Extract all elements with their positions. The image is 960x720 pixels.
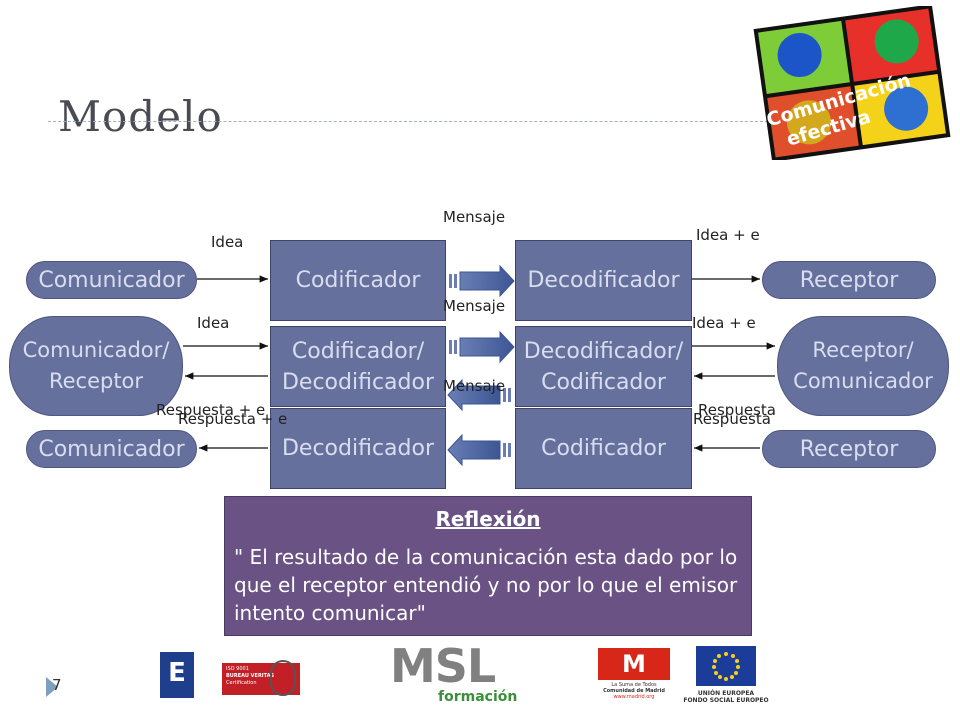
reflection-text: " El resultado de la comunicación esta d… [234,545,738,625]
node-codificador-decodificador-line1: Codificador/ [291,338,425,364]
msl-logo-word: MSL [390,639,496,693]
reflection-box: Reflexión " El resultado de la comunicac… [224,496,752,636]
comunidad-madrid-logo: M La Suma de Todos Comunidad de Madrid w… [598,648,670,712]
big-arrow-row3 [447,433,511,467]
label-idea-row2: Idea [197,314,230,332]
big-arrow-row1 [449,264,515,298]
madrid-line1: La Suma de Todos [611,682,657,688]
title-divider [48,121,778,122]
node-decodificador-row1: Decodificador [515,240,692,321]
label-idea-e-row1: Idea + e [696,226,760,244]
e-certification-logo: E [160,652,194,698]
node-receptor-comunicador-line1: Receptor/ [812,338,914,362]
madrid-line3: www.madrid.org [613,694,655,700]
node-codificador-decodificador-line2: Decodificador [281,369,434,395]
node-receptor-row3: Receptor [762,430,936,468]
union-europea-logo: UNIÓN EUROPEA FONDO SOCIAL EUROPEO [680,646,772,712]
msl-formacion-logo: MSL formación [390,643,520,713]
node-decodificador-codificador-line1: Decodificador/ [523,338,684,364]
eu-flag-icon [696,646,756,686]
node-decodificador-row3: Decodificador [270,408,446,489]
bv-line1: ISO 9001 [226,666,249,672]
node-codificador-row3: Codificador [515,408,692,489]
node-comunicador-receptor-line2: Receptor [48,369,144,393]
page-number: 7 [52,676,62,694]
label-idea-row1: Idea [211,233,244,251]
label-respuesta-e-row3: Respuesta + e [178,410,288,428]
node-receptor-comunicador-line2: Comunicador [793,369,933,393]
node-comunicador-row3: Comunicador [26,430,197,468]
label-respuesta-row3: Respuesta [693,410,771,428]
bv-line3: Certification [226,680,257,686]
label-respuesta-e-row2: Respuesta + e [156,401,266,419]
node-codificador-row1: Codificador [270,240,446,321]
madrid-line2: Comunidad de Madrid [603,688,665,694]
node-comunicador-row1: Comunicador [26,261,197,299]
ue-line1: UNIÓN EUROPEA [697,690,755,697]
ue-line2: FONDO SOCIAL EUROPEO [683,697,769,704]
comunicacion-efectiva-logo: Comunicación efectiva [752,4,952,162]
label-mensaje-row2-bottom: Mensaje [443,377,506,395]
node-decodificador-codificador-line2: Codificador [541,369,666,395]
node-receptor-comunicador: Receptor/ Comunicador [777,316,949,416]
node-receptor-row1: Receptor [762,261,936,299]
label-idea-e-row2: Idea + e [692,314,756,332]
slide-title: Modelo [58,92,223,141]
page-marker-icon [46,677,58,697]
node-decodificador-codificador: Decodificador/ Codificador [515,326,692,407]
big-arrow-row2-right [449,330,515,364]
reflection-heading: Reflexión [435,507,541,531]
label-mensaje-row1: Mensaje [443,208,506,226]
node-codificador-decodificador: Codificador/ Decodificador [270,326,446,407]
node-comunicador-receptor: Comunicador/ Receptor [9,316,183,416]
label-respuesta-row2: Respuesta [698,401,776,419]
node-comunicador-receptor-line1: Comunicador/ [22,338,170,362]
msl-logo-sub: formación [438,689,518,705]
label-mensaje-row2-top: Mensaje [443,297,506,315]
bv-line2: BUREAU VERITAS [226,673,275,679]
bv-seal-icon [270,660,296,696]
big-arrow-row2-left [447,378,511,412]
